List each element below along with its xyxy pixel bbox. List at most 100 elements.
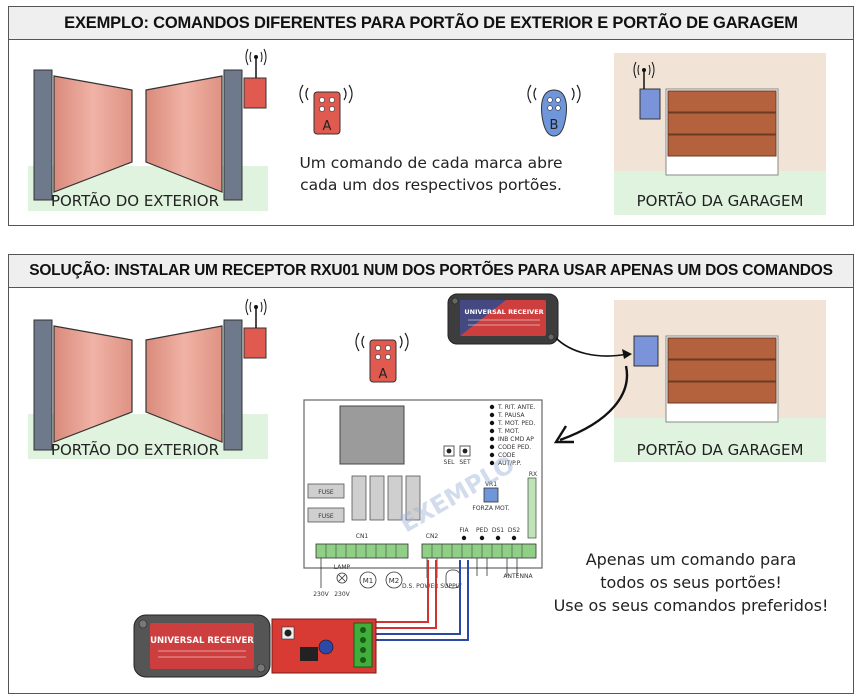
set-label: SET (459, 459, 471, 466)
receiver-label: UNIVERSAL RECEIVER (464, 308, 543, 316)
signal-waves (245, 48, 267, 66)
garage-receiver (639, 88, 661, 120)
fuse-2-label: FUSE (318, 513, 334, 520)
remote-a-body (313, 91, 341, 135)
led-label: T. MOT. (497, 428, 520, 435)
transformer (339, 405, 405, 465)
arrow-to-garage (555, 337, 629, 357)
sel-label: SEL (444, 459, 456, 466)
universal-receiver-module: UNIVERSAL RECEIVER (447, 293, 559, 345)
signal-waves (343, 84, 353, 104)
receiver-case-label: UNIVERSAL RECEIVER (150, 636, 254, 646)
garage-panel (667, 90, 777, 113)
motor-1-label: M1 (363, 577, 374, 585)
right-post (223, 319, 243, 451)
remote-b-letter: B (550, 118, 559, 133)
svg-text:DS1: DS1 (492, 527, 504, 534)
left-gate-leaf (53, 75, 133, 193)
garage-panel (667, 337, 777, 360)
arrow-head-icon (553, 425, 574, 444)
signal-waves (245, 298, 267, 316)
svg-text:DS2: DS2 (508, 527, 520, 534)
forza-label: FORZA MOT. (472, 505, 509, 512)
led-label: AUT/P.P. (498, 460, 521, 467)
supply-230v-label: 230V (313, 591, 329, 598)
exterior-receiver (243, 327, 267, 359)
control-board: FUSE FUSE T. RIT. ANTE. T. PAUSA T. MOT.… (303, 399, 543, 598)
receiver-pcb (271, 618, 377, 674)
exterior-gate-label: PORTÃO DO EXTERIOR (50, 192, 220, 210)
vr1-trimmer[interactable] (483, 487, 499, 503)
motor-1-icon (359, 571, 377, 589)
pcb-terminal-block (353, 622, 373, 668)
install-arrows (553, 337, 632, 444)
arrow-to-board (559, 365, 629, 442)
message-line-1: Apenas um comando para (585, 550, 797, 569)
exterior-gate-illustration-2 (28, 298, 268, 459)
example-title: EXEMPLO: COMANDOS DIFERENTES PARA PORTÃO… (9, 7, 853, 40)
remote-a-illustration: A (299, 84, 353, 135)
led-label: CODE PED. (498, 444, 531, 451)
wire-blue (372, 560, 469, 641)
garage-panel (667, 359, 777, 382)
signal-waves (299, 84, 309, 104)
garage-receiver (633, 335, 659, 367)
right-gate-leaf (145, 325, 223, 443)
relay (405, 475, 421, 521)
lamp-230v-label: 230V (334, 591, 350, 598)
fuse-1-label: FUSE (318, 489, 334, 496)
solution-message: Apenas um comando para todos os seus por… (536, 548, 846, 617)
cn1-label: CN1 (356, 533, 369, 540)
remote-b-illustration: B (527, 84, 581, 137)
rx-label: RX (529, 471, 537, 478)
status-indicators: FIA PED DS1 DS2 (459, 527, 520, 541)
right-post (223, 69, 243, 201)
message-line-3: Use os seus comandos preferidos! (553, 596, 829, 615)
motor-2-label: M2 (389, 577, 400, 585)
fuse-2 (307, 507, 345, 523)
led-label: T. PAUSA (497, 412, 525, 419)
exterior-gate-label-2: PORTÃO DO EXTERIOR (50, 441, 220, 459)
motor-2-icon (385, 571, 403, 589)
left-post (33, 69, 53, 201)
garage-panel (667, 381, 777, 404)
remote-a-illustration-2: A (355, 332, 409, 383)
relay (369, 475, 385, 521)
signal-waves (571, 84, 581, 104)
garage-illustration-2 (614, 300, 826, 462)
description-text: Um comando de cada marca abre cada um do… (299, 154, 563, 194)
led-label: CODE (498, 452, 516, 459)
lamp-label: LAMP (334, 564, 351, 571)
wire-blue (372, 560, 461, 635)
terminal-strip-cn1 (315, 543, 409, 559)
exterior-receiver (243, 77, 267, 109)
left-gate-leaf (53, 325, 133, 443)
remote-a-letter: A (379, 367, 388, 382)
led-label: T. MOT. PED. (497, 420, 535, 427)
relay (387, 475, 403, 521)
left-post (33, 319, 53, 451)
vr1-label: VR1 (485, 481, 497, 488)
remote-a-letter: A (323, 119, 332, 134)
message-line-2: todos os seus portões! (600, 573, 782, 592)
right-gate-leaf (145, 75, 223, 193)
led-indicators: T. RIT. ANTE. T. PAUSA T. MOT. PED. T. M… (489, 404, 536, 467)
solution-title: SOLUÇÃO: INSTALAR UM RECEPTOR RXU01 NUM … (9, 255, 853, 288)
garage-panel (667, 112, 777, 135)
garage-panel (667, 134, 777, 157)
garage-label-2: PORTÃO DA GARAGEM (636, 441, 804, 459)
remote-a-body (369, 339, 397, 383)
universal-receiver-case: UNIVERSAL RECEIVER (133, 614, 271, 678)
svg-text:PED: PED (476, 527, 488, 534)
garage-illustration (614, 53, 826, 215)
led-label: INB CMD AP (498, 436, 534, 443)
signal-waves (633, 61, 655, 79)
fuse-1 (307, 483, 345, 499)
ground (614, 418, 826, 462)
led-label: T. RIT. ANTE. (497, 404, 536, 411)
terminal-strip-cn2 (421, 543, 537, 559)
cn2-label: CN2 (426, 533, 439, 540)
wire-red (372, 560, 429, 623)
power-supply-label: D.S. POWER SUPPLY (402, 583, 462, 590)
wire-red (372, 560, 437, 629)
